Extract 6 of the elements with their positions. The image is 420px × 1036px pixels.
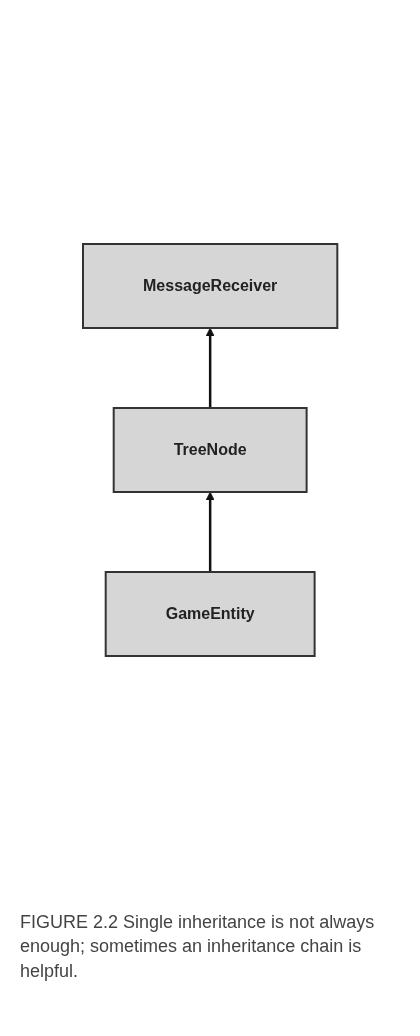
node-box: GameEntity (104, 571, 316, 657)
node-box: MessageReceiver (81, 243, 339, 329)
node-box: TreeNode (112, 407, 308, 493)
arrow (205, 327, 215, 408)
arrow (205, 491, 215, 572)
figure-caption: FIGURE 2.2 Single inheritance is not always enough; sometimes an inheritance chain is helpful. (20, 911, 376, 983)
